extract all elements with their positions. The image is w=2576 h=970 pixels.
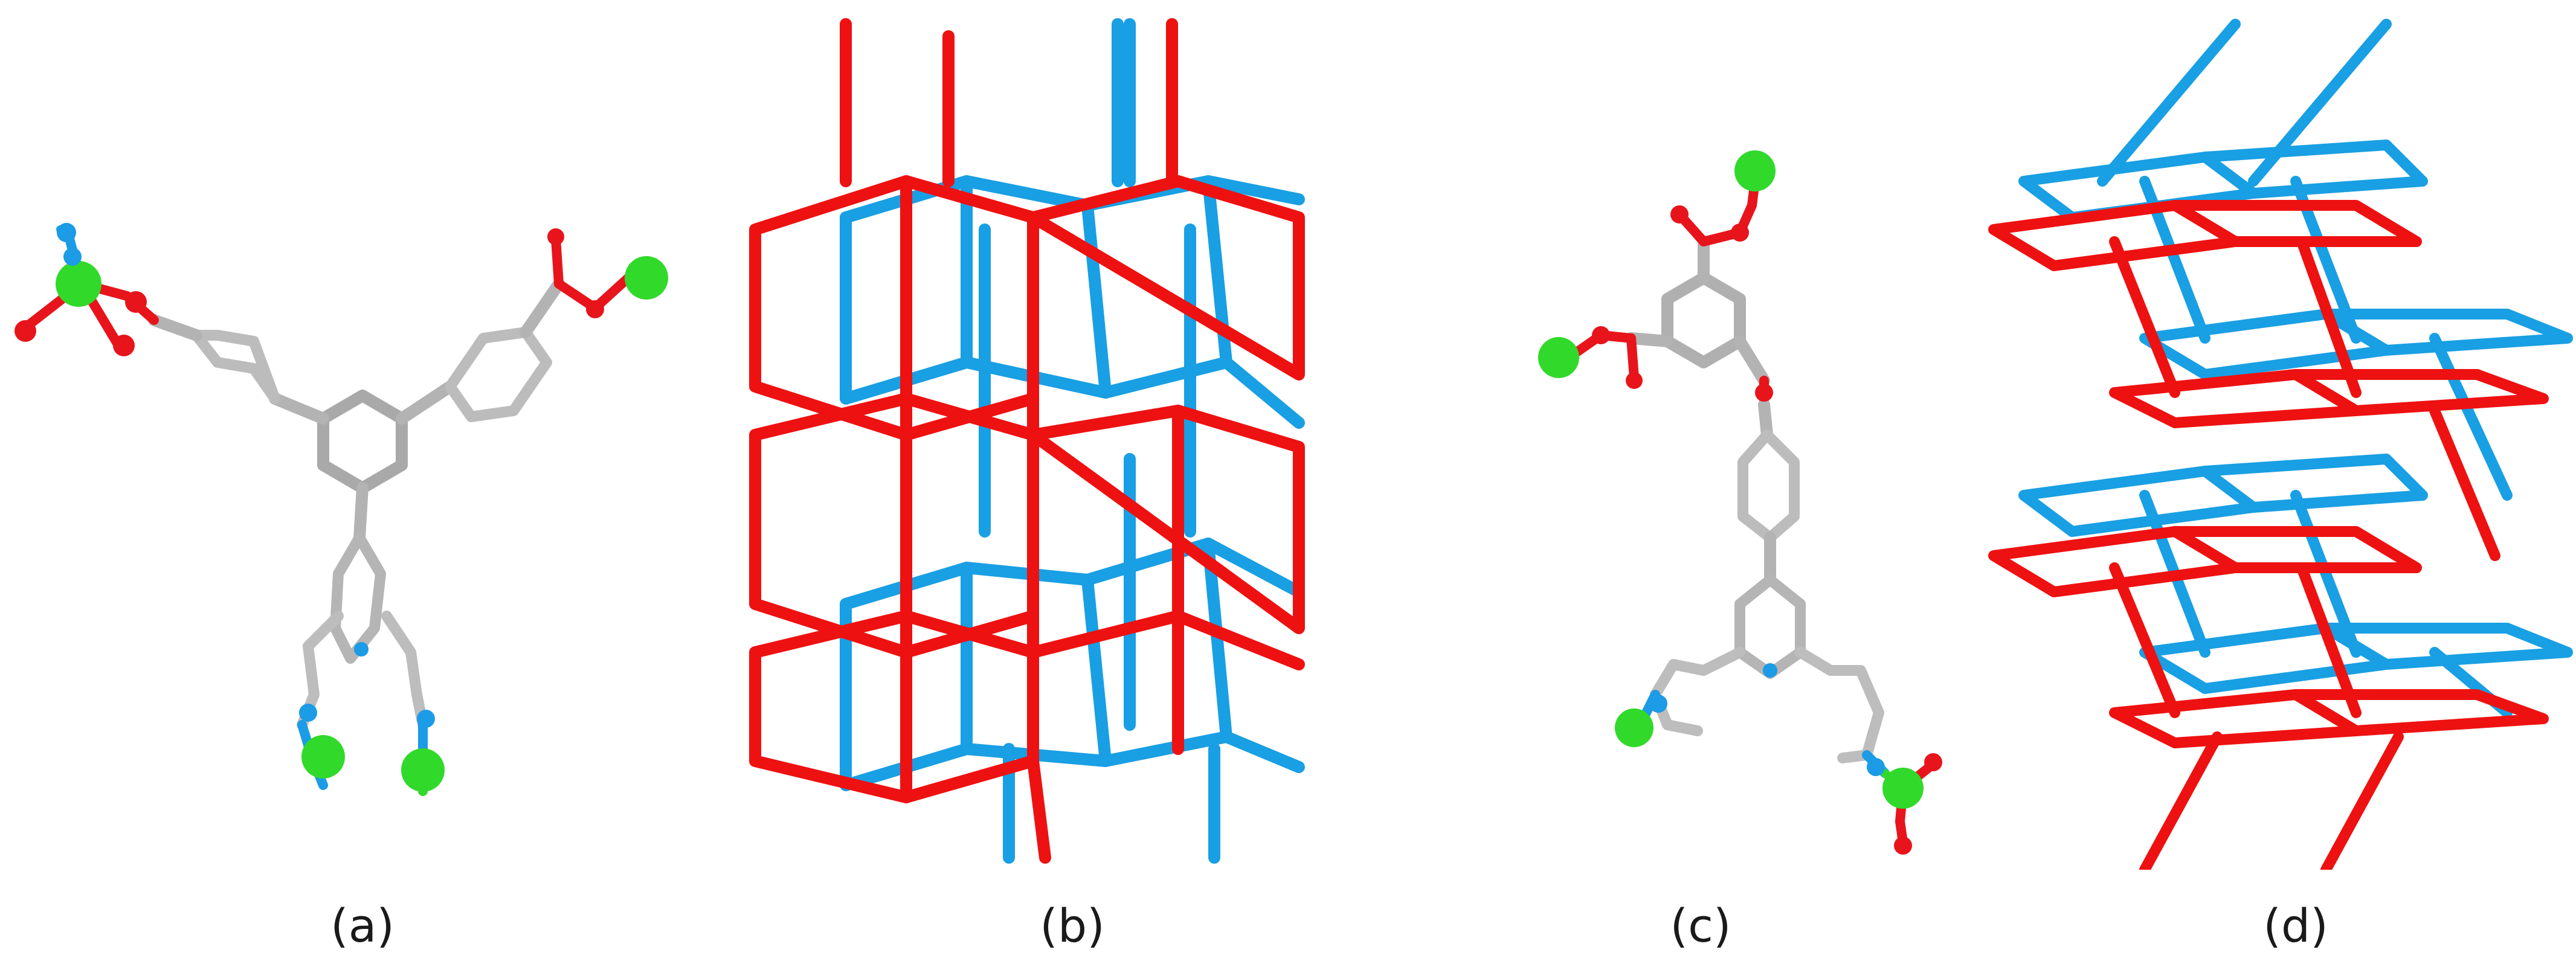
nitrogen-atom: [1867, 758, 1885, 776]
nitrogen-atom: [354, 642, 369, 657]
nitrogen-atom: [63, 248, 82, 266]
blue-layers: [2018, 19, 2573, 718]
oxygen-atom: [1626, 372, 1643, 389]
panel-a: [0, 0, 695, 870]
oxygen-atom: [586, 300, 604, 318]
oxygen-atom: [1731, 223, 1749, 242]
central-benzene-ring: [317, 390, 408, 494]
panel-a-label: (a): [330, 899, 394, 952]
nitrogen-atom: [417, 710, 435, 728]
panel-b-network: [749, 18, 1305, 864]
panel-c-structure: [1538, 150, 1942, 855]
phenoxy-ring: [1737, 429, 1800, 543]
metal-atom: [401, 748, 445, 792]
isophthalate-ring: [1661, 272, 1746, 368]
oxygen-atom: [113, 335, 135, 356]
panel-c-label: (c): [1670, 899, 1731, 952]
blue-net: [840, 18, 1305, 864]
nitrogen-atom: [1649, 695, 1667, 713]
metal-atom: [1734, 150, 1776, 191]
oxygen-atom: [14, 320, 36, 342]
oxygen-atom: [1670, 205, 1689, 223]
oxygen-atom: [547, 228, 564, 245]
oxygen-atom: [125, 291, 147, 313]
panel-b: [695, 0, 1329, 870]
right-phenyl-ring: [445, 327, 552, 422]
nitrogen-atom: [57, 223, 76, 242]
metal-atom: [1882, 768, 1924, 809]
metal-atom: [1615, 708, 1653, 747]
metal-atom: [56, 261, 101, 307]
metal-atom: [625, 256, 668, 300]
left-phenyl-ring: [191, 330, 280, 404]
right-pyridyl-arm: [1795, 647, 1884, 763]
red-net: [749, 18, 1305, 864]
oxygen-atom: [1924, 753, 1942, 771]
panel-d: [1963, 0, 2576, 870]
nitrogen-atom: [1763, 663, 1777, 678]
panel-b-label: (b): [1040, 899, 1105, 952]
nitrogen-atom: [299, 704, 317, 722]
metal-atom: [301, 735, 345, 779]
atom-spheres-c: [1538, 150, 1942, 855]
red-layers: [1988, 200, 2549, 870]
metal-atom: [1538, 337, 1579, 378]
atom-spheres: [14, 223, 668, 792]
panel-d-label: (d): [2263, 899, 2328, 952]
panel-a-structure: [14, 223, 668, 796]
left-pyridyl-arm: [1650, 647, 1745, 736]
panel-d-network: [1988, 19, 2573, 870]
panel-c: [1329, 0, 1963, 870]
oxygen-atom: [1755, 384, 1773, 402]
oxygen-atom: [1592, 326, 1610, 344]
central-pyridine-ring: [1734, 574, 1806, 679]
lower-right-pyridyl: [381, 611, 428, 730]
oxygen-atom: [1894, 837, 1912, 855]
pyridine-ring: [330, 532, 386, 664]
